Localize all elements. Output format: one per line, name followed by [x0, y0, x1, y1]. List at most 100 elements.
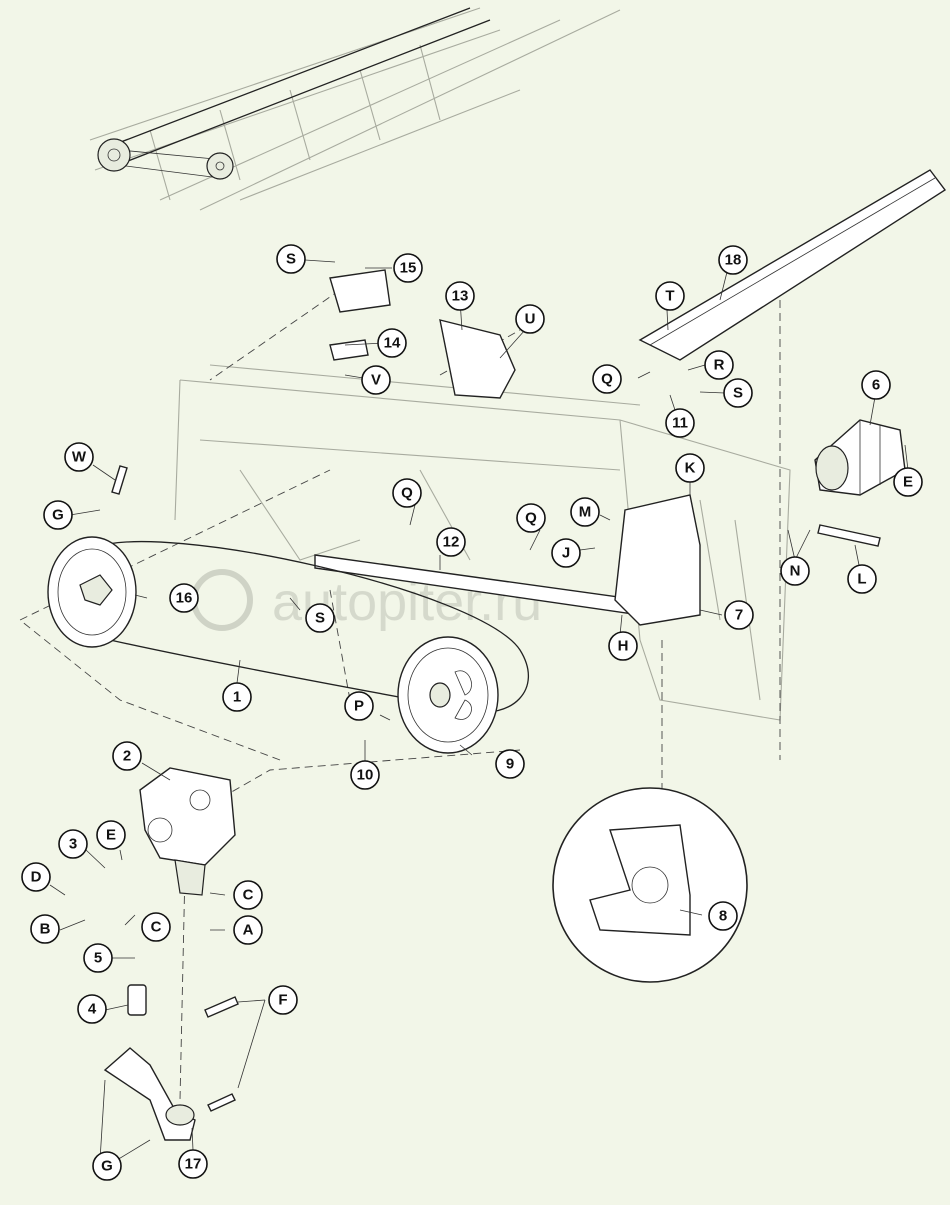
callout-10: 10: [350, 760, 380, 790]
callout-J: J: [551, 538, 581, 568]
callout-R: R: [704, 350, 734, 380]
svg-text:S: S: [315, 610, 325, 627]
svg-text:K: K: [685, 460, 696, 477]
part-13-shield: [439, 319, 516, 399]
svg-text:J: J: [562, 545, 570, 562]
part-f-bolt-lower: [207, 1093, 236, 1112]
svg-text:1: 1: [233, 689, 241, 706]
callout-G: G: [92, 1151, 122, 1181]
header-drive-pulley: [97, 138, 131, 172]
callout-V: V: [361, 365, 391, 395]
part-6-motor: [814, 419, 906, 496]
svg-text:T: T: [665, 288, 674, 305]
part-l-bolt: [817, 524, 881, 547]
svg-text:W: W: [72, 449, 87, 466]
callout-L: L: [847, 564, 877, 594]
callout-K: K: [675, 453, 705, 483]
callout-W: W: [64, 442, 94, 472]
callouts: S 15 14 V 1 3 U T 18 Q R S 11 6 E W G K Q…: [21, 244, 923, 1181]
svg-text:6: 6: [872, 377, 880, 394]
svg-text:Q: Q: [401, 485, 413, 502]
svg-text:F: F: [278, 992, 287, 1009]
callout-18: 18: [718, 245, 748, 275]
svg-text:P: P: [354, 698, 364, 715]
callout-3: 3: [58, 829, 88, 859]
part-17-arm: [103, 1047, 196, 1141]
callout-1: 1: [222, 682, 252, 712]
svg-text:E: E: [903, 474, 913, 491]
header-driven-pulley: [206, 152, 234, 180]
part-w-bolt: [111, 465, 128, 495]
callout-F: F: [268, 985, 298, 1015]
callout-E: E: [96, 820, 126, 850]
svg-text:S: S: [286, 251, 296, 268]
part-7-plate: [614, 494, 701, 626]
part-9-pulley: [397, 636, 499, 754]
part-15-bracket: [329, 269, 391, 313]
svg-text:18: 18: [725, 252, 742, 269]
callout-D: D: [21, 862, 51, 892]
svg-text:S: S: [733, 385, 743, 402]
svg-text:Q: Q: [525, 510, 537, 527]
callout-Q: Q: [592, 364, 622, 394]
callout-B: B: [30, 914, 60, 944]
svg-text:2: 2: [123, 748, 131, 765]
part-f-bolt-upper: [204, 996, 239, 1018]
callout-15: 15: [393, 253, 423, 283]
svg-text:L: L: [857, 571, 866, 588]
callout-C: C: [233, 880, 263, 910]
svg-text:N: N: [790, 563, 801, 580]
svg-text:G: G: [52, 507, 64, 524]
callout-S: S: [723, 378, 753, 408]
callout-T: T: [655, 281, 685, 311]
svg-text:M: M: [579, 504, 592, 521]
callout-17: 17: [178, 1149, 208, 1179]
part-4-bush: [127, 984, 147, 1016]
callout-A: A: [233, 915, 263, 945]
svg-text:11: 11: [672, 415, 688, 432]
callout-Q: Q: [392, 478, 422, 508]
svg-text:10: 10: [357, 767, 374, 784]
svg-text:Q: Q: [601, 371, 613, 388]
callout-4: 4: [77, 994, 107, 1024]
callout-H: H: [608, 631, 638, 661]
header-overview: [89, 7, 621, 211]
svg-text:7: 7: [735, 607, 743, 624]
callout-9: 9: [495, 749, 525, 779]
callout-P: P: [344, 691, 374, 721]
callout-6: 6: [861, 370, 891, 400]
svg-text:17: 17: [185, 1156, 202, 1173]
svg-text:16: 16: [176, 590, 193, 607]
callout-7: 7: [724, 600, 754, 630]
callout-2: 2: [112, 741, 142, 771]
svg-text:H: H: [618, 638, 629, 655]
callout-16: 16: [169, 583, 199, 613]
svg-text:12: 12: [443, 534, 460, 551]
svg-text:14: 14: [384, 335, 401, 352]
frame-outline: [174, 364, 791, 721]
callout-Q: Q: [516, 503, 546, 533]
svg-text:15: 15: [400, 260, 417, 277]
part-16-pulley: [47, 536, 137, 648]
callout-C: C: [141, 912, 171, 942]
svg-text:C: C: [151, 919, 162, 936]
leader-lines: [49, 259, 909, 1164]
svg-text:B: B: [40, 921, 51, 938]
callout-14: 14: [377, 328, 407, 358]
svg-text:R: R: [714, 357, 725, 374]
callout-12: 12: [436, 527, 466, 557]
svg-text:U: U: [525, 311, 536, 328]
svg-text:A: A: [243, 922, 254, 939]
callout-U: U: [515, 304, 545, 334]
callout-8: 8: [708, 901, 738, 931]
detail-8-view: [552, 787, 748, 983]
svg-text:5: 5: [94, 950, 102, 967]
callout-G: G: [43, 500, 73, 530]
part-18-beam: [638, 169, 947, 361]
svg-text:4: 4: [88, 1001, 97, 1018]
svg-text:D: D: [31, 869, 42, 886]
svg-text:9: 9: [506, 756, 514, 773]
callout-S: S: [305, 603, 335, 633]
